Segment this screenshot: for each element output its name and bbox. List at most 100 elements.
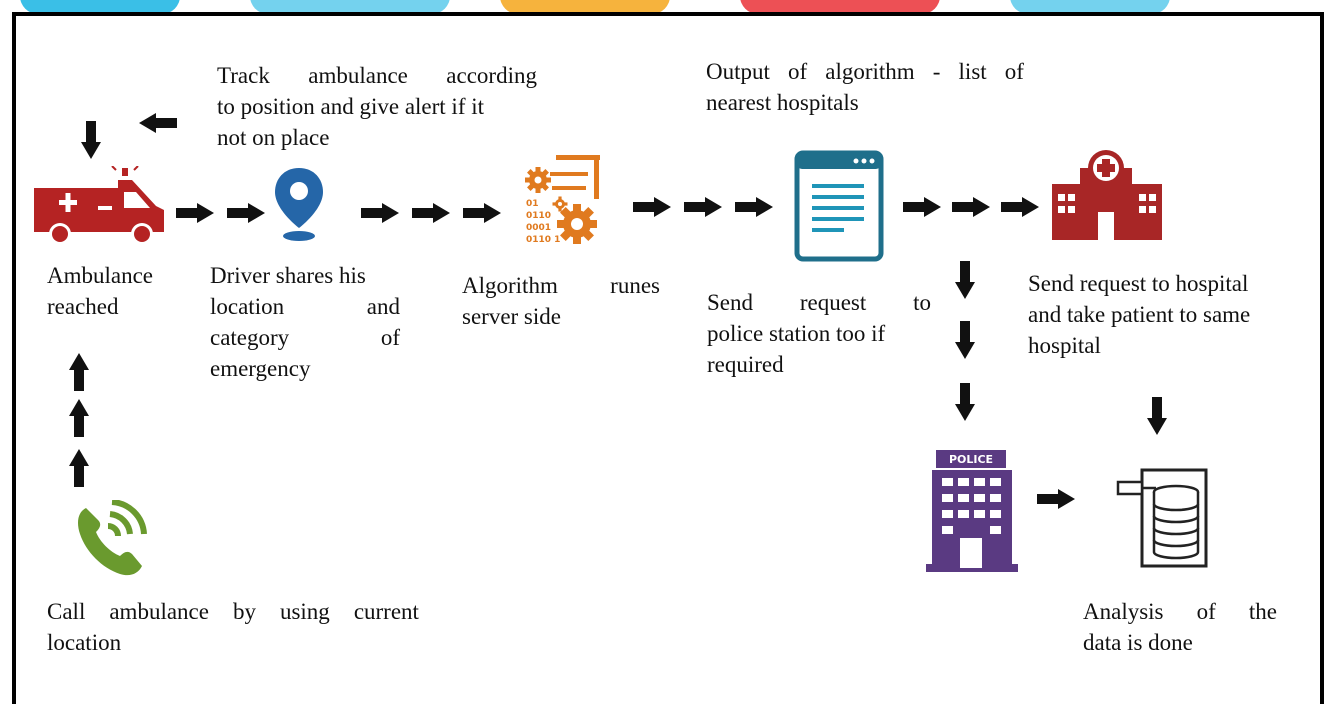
- hospital-request-label: Send request to hospital and take patien…: [1028, 268, 1250, 361]
- hospital-request-line-1: Send request to hospital: [1028, 271, 1249, 296]
- location-pin-icon: [275, 168, 323, 241]
- police-sign: POLICE: [949, 453, 993, 466]
- arrow-right-icon: [952, 197, 990, 217]
- arrow-right-icon: [1001, 197, 1039, 217]
- analysis-label: Analysis of the data is done: [1083, 596, 1277, 658]
- arrow-shape: [69, 399, 89, 437]
- arrow-shape: [955, 321, 975, 359]
- algorithm-gears-icon: 01 0110 0001 0110 1: [525, 155, 600, 245]
- arrow-right-icon: [412, 203, 450, 223]
- driver-line-3: category of: [210, 322, 400, 353]
- word: Track: [217, 63, 270, 88]
- arrow-right-icon: [735, 197, 773, 217]
- arrow-right-icon: [903, 197, 941, 217]
- track-line-2: to position and give alert if it: [217, 94, 485, 119]
- binary-row: 0110: [526, 211, 551, 221]
- word: of: [380, 325, 400, 350]
- phone-call-icon: [78, 500, 147, 576]
- analysis-line-2: data is done: [1083, 630, 1193, 655]
- arrow-up-icon: [69, 399, 89, 437]
- arrow-up-icon: [69, 353, 89, 391]
- diagram-frame: [12, 12, 1324, 704]
- binary-row: 01: [526, 199, 539, 209]
- arrow-right-icon: [463, 203, 501, 223]
- word: algorithm: [825, 59, 915, 84]
- arrow-shape: [361, 203, 399, 223]
- police-request-label: Send request to police station too if requ…: [707, 287, 931, 380]
- police-request-line-2: police station too if: [707, 321, 886, 346]
- driver-line-1: Driver shares his: [210, 263, 366, 288]
- arrow-shape: [412, 203, 450, 223]
- arrow-right-icon: [684, 197, 722, 217]
- ambulance-reached-line-2: reached: [47, 294, 119, 319]
- word: Analysis: [1083, 599, 1164, 624]
- arrow-shape: [69, 449, 89, 487]
- word: category: [210, 325, 290, 350]
- arrow-shape: [81, 121, 101, 159]
- word: of: [1004, 59, 1024, 84]
- hospital-request-line-3: hospital: [1028, 333, 1101, 358]
- arrow-shape: [955, 383, 975, 421]
- word: the: [1248, 599, 1277, 624]
- strip-blob: [250, 0, 450, 14]
- arrow-shape: [955, 261, 975, 299]
- word: Output: [706, 59, 770, 84]
- analysis-line-1: Analysis of the: [1083, 596, 1277, 627]
- arrow-shape: [1147, 397, 1167, 435]
- word: location: [210, 294, 285, 319]
- word: according: [446, 63, 537, 88]
- arrow-right-icon: [361, 203, 399, 223]
- word: list: [958, 59, 987, 84]
- arrow-shape: [463, 203, 501, 223]
- strip-blob: [1010, 0, 1170, 14]
- word: runes: [610, 273, 660, 298]
- strip-blob: [500, 0, 670, 14]
- call-line-2: location: [47, 630, 122, 655]
- track-label: Track ambulance according to position and …: [217, 60, 537, 153]
- word: Send: [707, 290, 753, 315]
- word: of: [1196, 599, 1216, 624]
- word: of: [787, 59, 808, 84]
- word: ambulance: [308, 63, 408, 88]
- ambulance-reached-line-1: Ambulance: [47, 263, 154, 288]
- arrow-shape: [684, 197, 722, 217]
- document-list-icon: [794, 150, 884, 262]
- ambulance-reached-label: Ambulance reached: [47, 260, 153, 322]
- arrow-shape: [176, 203, 214, 223]
- police-station-icon: POLICE: [926, 450, 1018, 572]
- track-line-1: Track ambulance according: [217, 60, 537, 91]
- arrow-shape: [227, 203, 265, 223]
- word: ambulance: [109, 599, 209, 624]
- word: Call: [47, 599, 86, 624]
- word: Algorithm: [462, 273, 558, 298]
- word: -: [932, 59, 941, 84]
- arrow-shape: [139, 113, 177, 133]
- arrow-right-icon: [633, 197, 671, 217]
- track-line-3: not on place: [217, 125, 330, 150]
- algorithm-line-1: Algorithm runes: [462, 270, 660, 301]
- algorithm-line-2: server side: [462, 304, 561, 329]
- arrow-down-icon: [1147, 397, 1167, 435]
- arrow-shape: [1001, 197, 1039, 217]
- top-color-strip: [0, 0, 1330, 14]
- arrow-down-icon: [81, 121, 101, 159]
- arrow-down-icon: [955, 261, 975, 299]
- output-line-2: nearest hospitals: [706, 90, 859, 115]
- strip-blob: [740, 0, 940, 14]
- arrow-down-icon: [955, 383, 975, 421]
- arrow-shape: [903, 197, 941, 217]
- police-request-line-1: Send request to: [707, 287, 931, 318]
- word: request: [799, 290, 867, 315]
- word: to: [913, 290, 931, 315]
- arrow-shape: [735, 197, 773, 217]
- arrow-right-icon: [227, 203, 265, 223]
- hospital-icon: [1052, 150, 1162, 240]
- arrow-right-icon: [176, 203, 214, 223]
- word: using: [279, 599, 330, 624]
- strip-blob: [20, 0, 180, 14]
- arrow-shape: [633, 197, 671, 217]
